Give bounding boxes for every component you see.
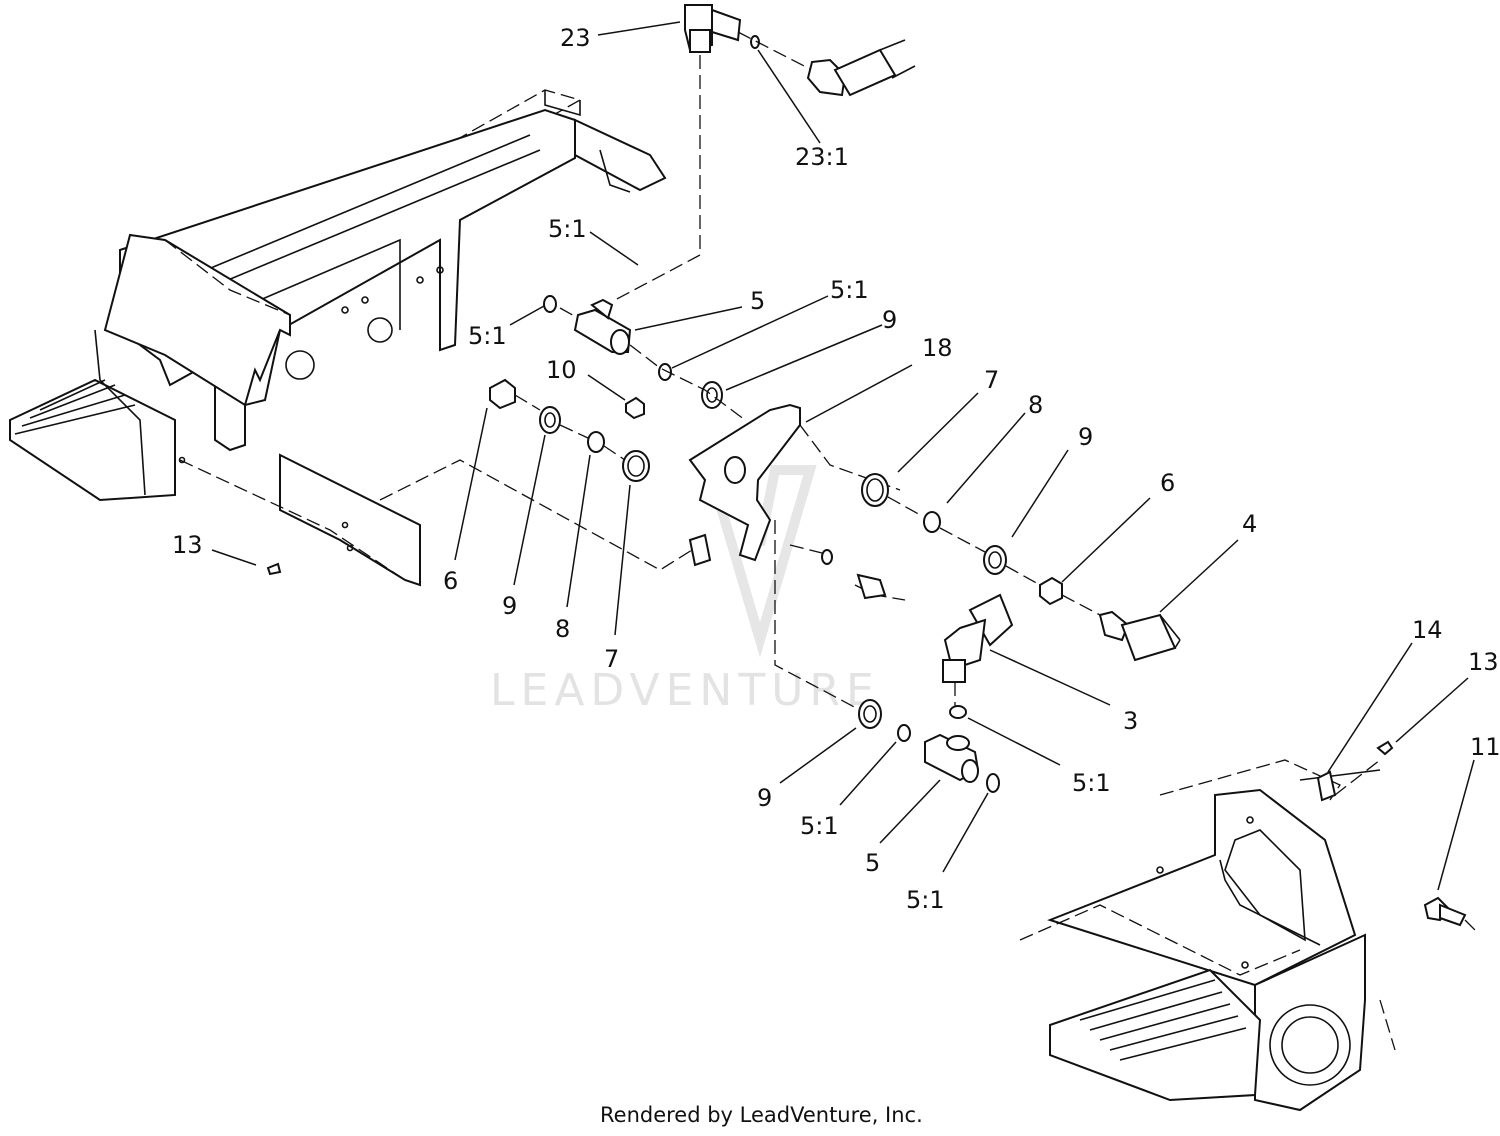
callout-13-right: 13 [1468, 648, 1499, 676]
bolt-11 [1423, 896, 1476, 931]
callout-23: 23 [560, 24, 591, 52]
callout-labels: 23 23:1 5:1 5:1 5 5:1 9 18 10 7 8 9 6 4 … [172, 24, 1500, 914]
callout-8-right: 8 [1028, 391, 1043, 419]
screw-13-left [266, 562, 282, 576]
valve-5-upper [543, 295, 746, 421]
callout-6-right: 6 [1160, 469, 1175, 497]
callout-13-left: 13 [172, 531, 203, 559]
o-ring-23-1 [750, 35, 760, 49]
watermark-text: LEADVENTURE [490, 665, 880, 716]
watermark: LEADVENTURE [490, 465, 880, 716]
callout-23-1: 23:1 [795, 143, 849, 171]
callout-9-right: 9 [1078, 423, 1093, 451]
elbow-3 [789, 544, 1014, 719]
callout-7-left: 7 [604, 645, 619, 673]
left-part-row [489, 378, 650, 482]
callout-5-1-right: 5:1 [830, 276, 869, 304]
right-part-row [861, 473, 1181, 662]
screw-13-right [1376, 740, 1394, 756]
callout-8-left: 8 [555, 615, 570, 643]
clamp-14 [1299, 759, 1381, 802]
callout-5-1-tee-left: 5:1 [800, 812, 839, 840]
callout-6-left: 6 [443, 567, 458, 595]
tee-5-lower [774, 520, 1000, 793]
callout-5-upper: 5 [750, 287, 765, 315]
bracket-18 [688, 403, 901, 567]
left-frame [9, 89, 701, 587]
leader-lines [211, 21, 1475, 891]
callout-5-lower: 5 [865, 849, 880, 877]
callout-9-left: 9 [502, 592, 517, 620]
hose-top [737, 31, 916, 97]
fitting-23 [614, 4, 742, 301]
callout-11: 11 [1470, 733, 1500, 761]
callout-3: 3 [1123, 707, 1138, 735]
callout-10: 10 [546, 356, 577, 384]
callout-4: 4 [1242, 510, 1257, 538]
callout-5-1-top: 5:1 [548, 215, 587, 243]
callout-9-top: 9 [882, 306, 897, 334]
callout-5-1-tee-right: 5:1 [906, 886, 945, 914]
nut-10 [625, 396, 645, 420]
footer-credit: Rendered by LeadVenture, Inc. [600, 1103, 923, 1127]
callout-18: 18 [922, 334, 953, 362]
callout-5-1-tee-top: 5:1 [1072, 769, 1111, 797]
callout-9-bottom: 9 [757, 784, 772, 812]
callout-5-1-left: 5:1 [468, 322, 507, 350]
callout-7-right: 7 [984, 366, 999, 394]
right-frame [1019, 759, 1396, 1112]
callout-14: 14 [1412, 616, 1443, 644]
